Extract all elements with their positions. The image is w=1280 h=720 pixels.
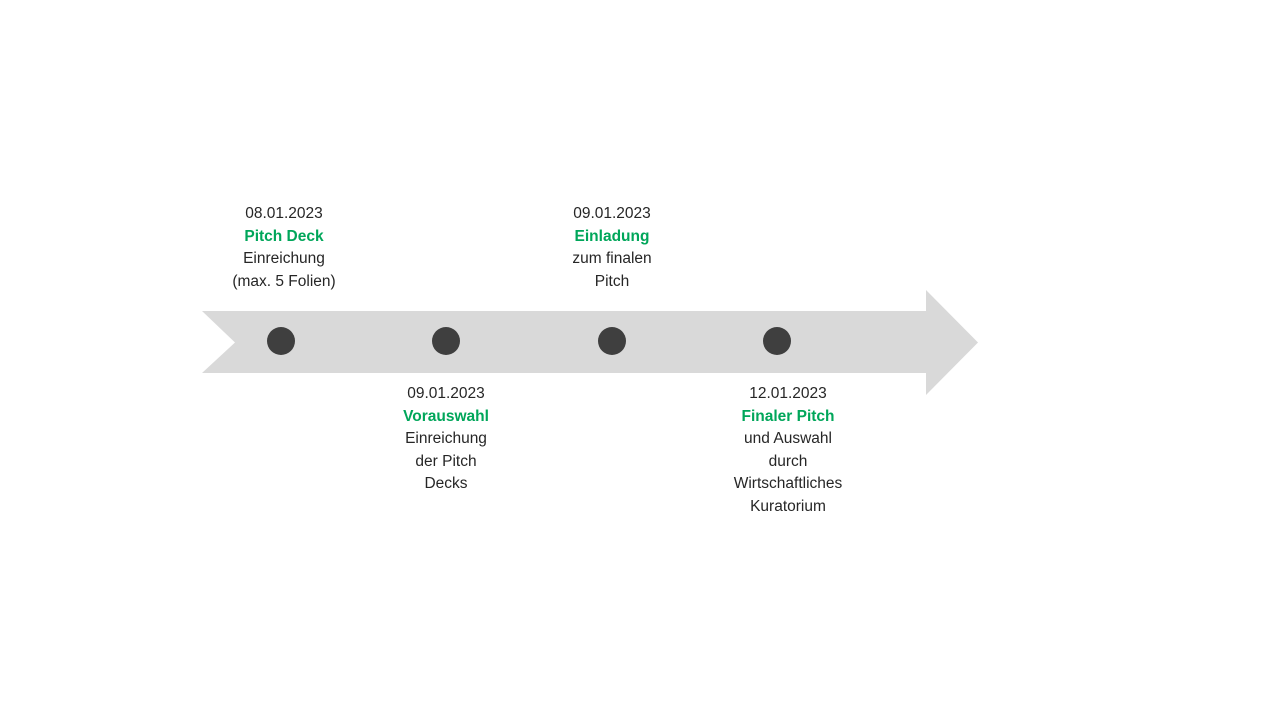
milestone-title: Pitch Deck: [244, 227, 324, 245]
milestone-date: 12.01.2023: [749, 385, 827, 402]
milestone-description: Einreichung: [405, 430, 487, 447]
arrow-body-polygon: [202, 290, 978, 395]
milestone-label-vorauswahl: 09.01.2023 Vorauswahl Einreichung der Pi…: [403, 383, 489, 496]
milestone-date: 08.01.2023: [245, 205, 323, 222]
milestone-title: Einladung: [574, 227, 650, 245]
milestone-description: (max. 5 Folien): [232, 272, 336, 290]
milestone-title: Finaler Pitch: [741, 407, 835, 425]
milestone-description: Wirtschaftliches: [733, 475, 843, 492]
milestone-description: und Auswahl: [744, 430, 832, 447]
milestone-marker-vorauswahl[interactable]: [432, 327, 460, 355]
milestone-description: durch: [768, 452, 808, 470]
milestone-description: zum finalen: [572, 250, 652, 267]
milestone-date: 09.01.2023: [407, 385, 485, 402]
milestone-label-finaler-pitch: 12.01.2023 Finaler Pitch und Auswahl dur…: [734, 383, 843, 518]
milestone-label-einladung: 09.01.2023 Einladung zum finalen Pitch: [572, 203, 651, 293]
milestone-marker-finaler-pitch[interactable]: [763, 327, 791, 355]
milestone-description: Decks: [424, 475, 468, 492]
milestone-label-pitch-deck: 08.01.2023 Pitch Deck Einreichung (max. …: [232, 203, 335, 293]
milestone-description: Pitch: [594, 272, 630, 290]
milestone-marker-einladung[interactable]: [598, 327, 626, 355]
milestone-marker-pitch-deck[interactable]: [267, 327, 295, 355]
milestone-description: Einreichung: [243, 250, 325, 267]
milestone-description: der Pitch: [415, 452, 477, 470]
milestone-date: 09.01.2023: [573, 205, 651, 222]
milestone-title: Vorauswahl: [403, 407, 489, 425]
milestone-description: Kuratorium: [750, 497, 826, 515]
